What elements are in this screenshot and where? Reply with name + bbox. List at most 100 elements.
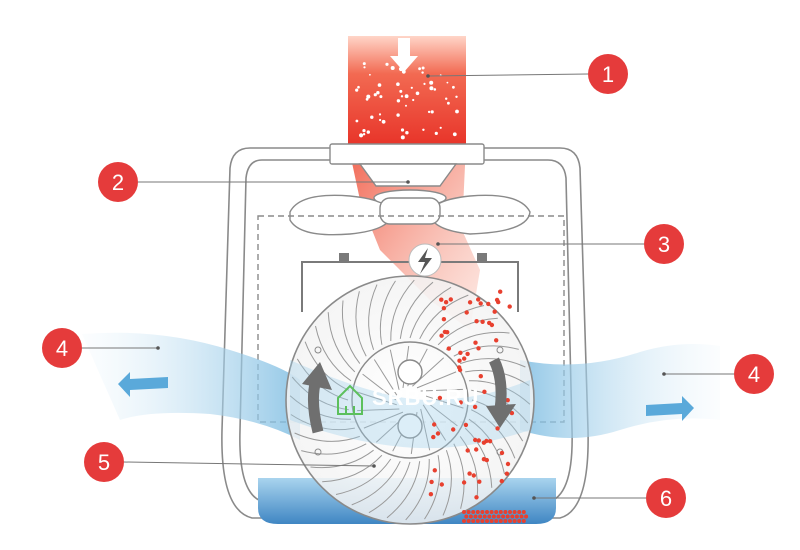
rotation-arrow-right (486, 357, 516, 428)
moisture-dot (487, 439, 493, 444)
dust-particle (415, 91, 420, 96)
drum-inner-fin (373, 359, 398, 396)
moisture-dot (474, 495, 479, 500)
dust-particle (362, 62, 366, 66)
moisture-dot (457, 358, 462, 363)
dust-particle (396, 113, 400, 117)
moisture-dot (441, 317, 447, 322)
moisture-dot (484, 438, 489, 444)
dust-particle (399, 89, 403, 93)
drum-fin (424, 455, 441, 520)
moisture-dot (435, 431, 441, 436)
moisture-dot (462, 356, 467, 361)
moisture-dot (473, 514, 478, 519)
moisture-dot (471, 510, 476, 514)
drum-fin (460, 358, 526, 368)
moisture-dot (474, 447, 479, 452)
moisture-dot (478, 374, 483, 379)
dust-particle (430, 110, 434, 114)
moisture-dot (471, 519, 476, 523)
moisture-dot (485, 519, 489, 523)
callout-4-right: 4 (734, 354, 774, 394)
callout-2-label: 2 (112, 170, 124, 195)
moisture-dot (473, 340, 478, 345)
moisture-dot (501, 514, 506, 519)
moisture-dot (489, 510, 494, 514)
watermark: SRBU.RU (337, 384, 478, 415)
dust-particle (357, 85, 360, 89)
dust-particle (418, 67, 421, 71)
moisture-dot (496, 514, 501, 519)
moisture-dot (467, 300, 473, 305)
dust-particle (439, 126, 442, 129)
drum-fin (442, 450, 452, 516)
house-icon (337, 384, 363, 415)
dust-particle (362, 129, 366, 133)
moisture-dot (508, 510, 512, 514)
moisture-dot (491, 514, 496, 519)
dust-particle (396, 82, 400, 86)
moisture-dot (524, 514, 529, 519)
moisture-dot (480, 319, 485, 324)
moisture-dot (464, 310, 469, 315)
moisture-dot (499, 478, 504, 484)
dust-particle (390, 66, 395, 70)
moisture-dot (458, 350, 463, 355)
moisture-dot (482, 514, 487, 519)
moisture-dot (480, 510, 485, 514)
drum-fin (355, 291, 367, 357)
dust-particle (396, 99, 401, 103)
dust-particle (445, 97, 448, 100)
moisture-dot (498, 510, 503, 514)
lightning-bolt-icon (418, 248, 432, 274)
rotation-arrow-left (302, 362, 332, 434)
outflow-arrow-right-icon (646, 396, 694, 421)
dust-particle (434, 131, 438, 135)
callout-5: 5 (84, 442, 124, 482)
moisture-dot (517, 519, 522, 523)
dust-particle (421, 71, 424, 74)
moisture-dot (517, 510, 522, 514)
curved-arrow-icon (302, 362, 332, 390)
drum-fin (453, 443, 465, 509)
moisture-dot (492, 309, 497, 314)
dust-particle (379, 95, 383, 99)
callout-6: 6 (646, 478, 686, 518)
moisture-dot (486, 301, 491, 307)
moisture-dot (476, 438, 481, 443)
dust-particle (379, 118, 382, 122)
moisture-dot (482, 389, 487, 394)
moisture-dot (457, 365, 462, 370)
drum-fin (409, 286, 452, 339)
moisture-dot (439, 333, 444, 338)
dust-particles (355, 62, 459, 140)
moisture-dot (507, 304, 512, 309)
moisture-dot (466, 519, 471, 523)
moisture-dot (512, 510, 517, 514)
callout-4-right-label: 4 (748, 362, 760, 387)
fan (289, 189, 531, 236)
moisture-dot (505, 514, 510, 519)
dust-particle (455, 95, 458, 99)
moisture-dot (503, 510, 508, 514)
cool-air-through-drum (290, 360, 530, 449)
moisture-dot (494, 519, 499, 523)
drum-fin (351, 460, 401, 506)
moisture-dot (509, 410, 515, 416)
moisture-dot (508, 519, 512, 523)
moisture-dot (487, 514, 492, 519)
dust-particle (355, 88, 359, 92)
moisture-dot (475, 510, 480, 514)
air-inlet-cap (329, 143, 485, 187)
dust-particle (427, 110, 431, 114)
dust-particle (433, 88, 437, 91)
drum-inner-fin (420, 408, 431, 451)
dust-particle (412, 98, 415, 102)
moisture-dot (431, 434, 436, 440)
moisture-dot (472, 404, 478, 410)
callout-3: 3 (644, 224, 684, 264)
callout-3-label: 3 (658, 232, 670, 257)
drum-inner-fin (423, 399, 458, 427)
